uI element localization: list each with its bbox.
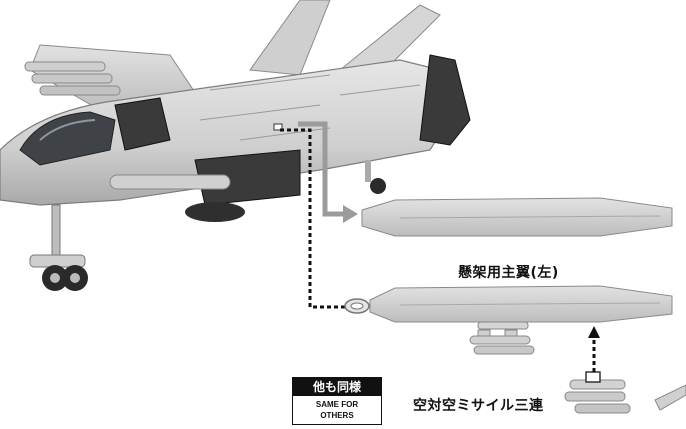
intake (114, 97, 171, 151)
cockpit-canopy (19, 111, 116, 166)
wing-part-pylon (344, 285, 673, 355)
missile-set-label: 空対空ミサイル三連 (413, 398, 544, 414)
badge-caption: SAME FOR OTHERS (293, 396, 381, 421)
aircraft-model (0, 0, 471, 291)
missile-triple-part (564, 371, 631, 414)
gray-guide-arrow (298, 121, 345, 217)
wing-part-upper (361, 197, 673, 237)
pylon-missiles (469, 321, 535, 355)
partial-part-right (654, 384, 686, 411)
wing-missiles (24, 61, 121, 96)
badge-line-1: SAME FOR (315, 400, 359, 409)
black-dashed-arrow (280, 128, 345, 309)
badge-title: 他も同様 (293, 378, 381, 396)
main-wing-label: 懸架用主翼(左) (458, 265, 559, 281)
engine-nacelle (419, 54, 471, 146)
landing-gear (29, 160, 386, 291)
badge-line-2: OTHERS (320, 411, 354, 420)
ventral-pod (185, 202, 245, 222)
same-for-others-badge: 他も同様 SAME FOR OTHERS (292, 377, 382, 425)
upper-wing (249, 0, 331, 76)
